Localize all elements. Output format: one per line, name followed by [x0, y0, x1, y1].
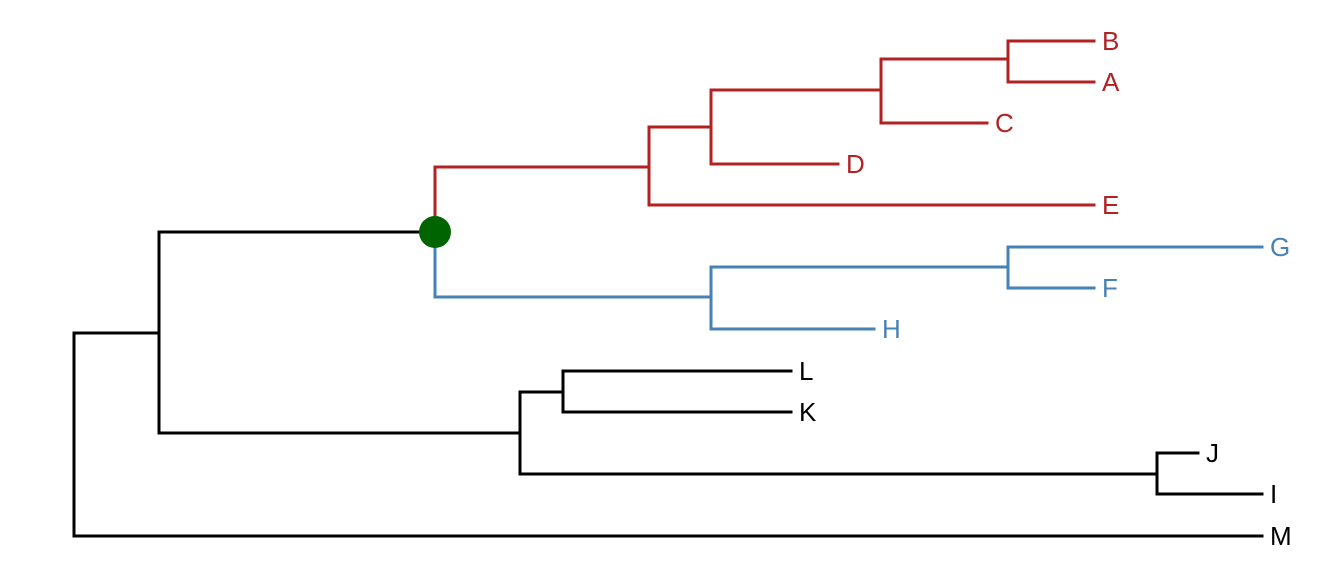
tip-label-A: A [1102, 67, 1120, 97]
tip-label-L: L [799, 356, 813, 386]
tip-label-K: K [799, 397, 817, 427]
tip-label-I: I [1270, 479, 1277, 509]
tip-label-M: M [1270, 521, 1292, 551]
tip-label-B: B [1102, 26, 1119, 56]
tip-label-H: H [882, 314, 901, 344]
highlighted-node-marker [419, 216, 451, 248]
tip-label-E: E [1102, 190, 1119, 220]
tip-label-D: D [846, 149, 865, 179]
tip-label-G: G [1270, 232, 1290, 262]
tip-label-F: F [1102, 273, 1118, 303]
tip-label-J: J [1206, 438, 1219, 468]
tip-label-C: C [995, 108, 1014, 138]
